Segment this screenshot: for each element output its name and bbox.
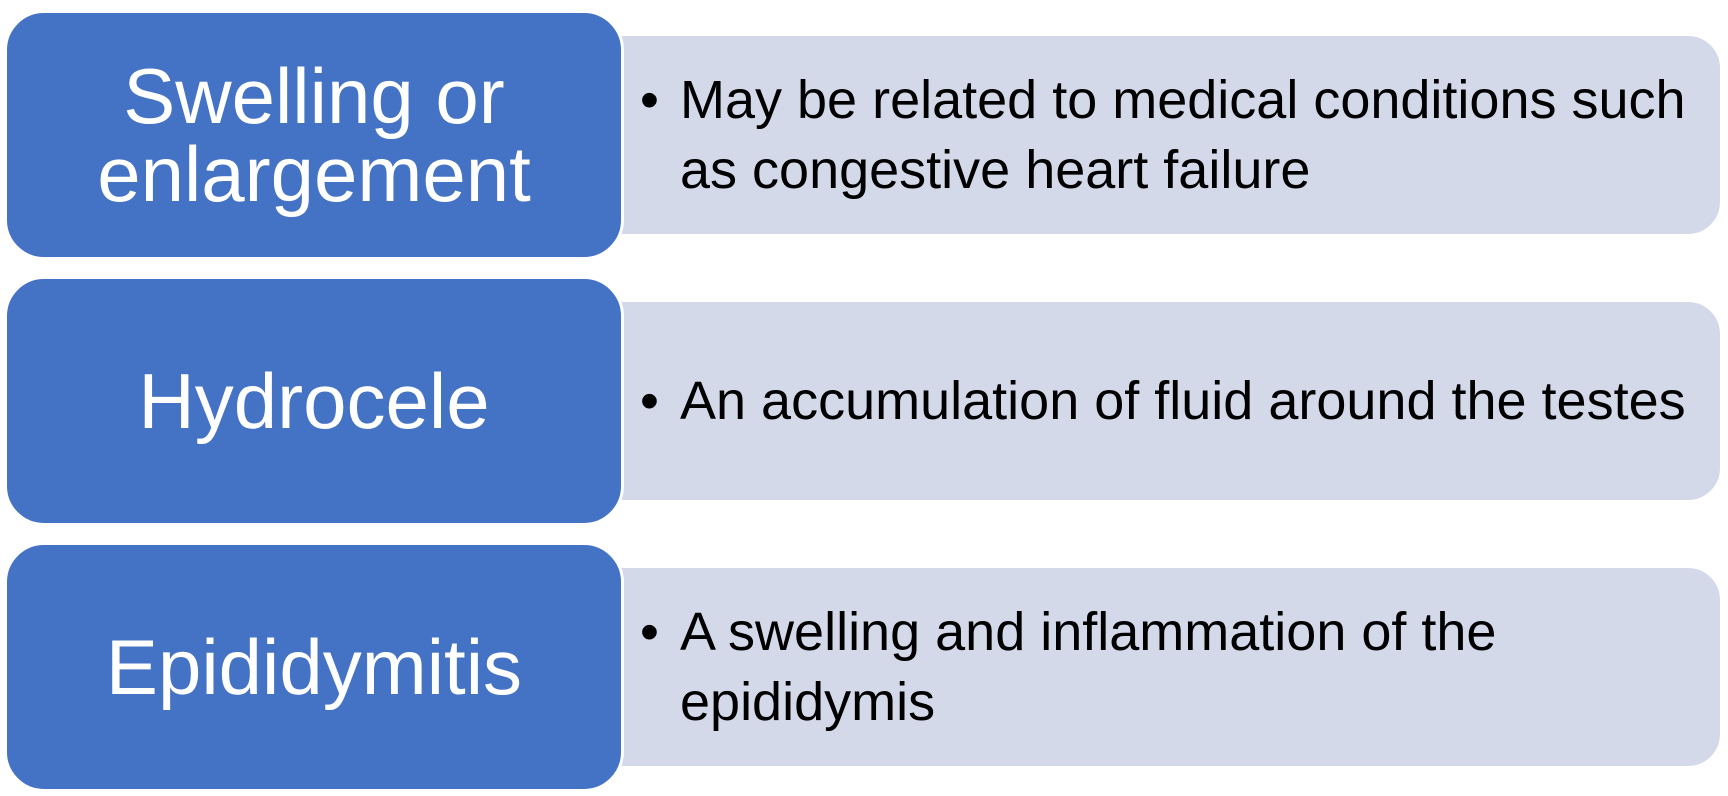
label-text: Hydrocele xyxy=(138,357,490,445)
label-box: Hydrocele xyxy=(4,276,624,526)
bullet-icon: • xyxy=(640,601,659,662)
bullet-icon: • xyxy=(640,69,659,130)
diagram-row: Swelling or enlargement • May be related… xyxy=(0,10,1728,260)
description-box xyxy=(560,566,1722,768)
description-text: May be related to medical conditions suc… xyxy=(680,69,1686,200)
label-text: Epididymitis xyxy=(105,623,523,711)
label-text: Swelling or enlargement xyxy=(97,52,531,218)
description-content: • A swelling and inflammation of the epi… xyxy=(640,566,1710,768)
label-box: Swelling or enlargement xyxy=(4,10,624,260)
label-box: Epididymitis xyxy=(4,542,624,792)
diagram-row: Epididymitis • A swelling and inflammati… xyxy=(0,542,1728,792)
bullet-icon: • xyxy=(640,370,659,431)
description-content: • An accumulation of fluid around the te… xyxy=(640,300,1710,502)
description-box xyxy=(560,300,1722,502)
bullet-line: • May be related to medical conditions s… xyxy=(640,65,1710,205)
description-box xyxy=(560,34,1722,236)
bullet-line: • A swelling and inflammation of the epi… xyxy=(640,597,1710,737)
description-text: An accumulation of fluid around the test… xyxy=(680,370,1686,431)
bullet-line: • An accumulation of fluid around the te… xyxy=(640,366,1686,436)
description-content: • May be related to medical conditions s… xyxy=(640,34,1710,236)
diagram-row: Hydrocele • An accumulation of fluid aro… xyxy=(0,276,1728,526)
description-text: A swelling and inflammation of the epidi… xyxy=(680,601,1497,732)
